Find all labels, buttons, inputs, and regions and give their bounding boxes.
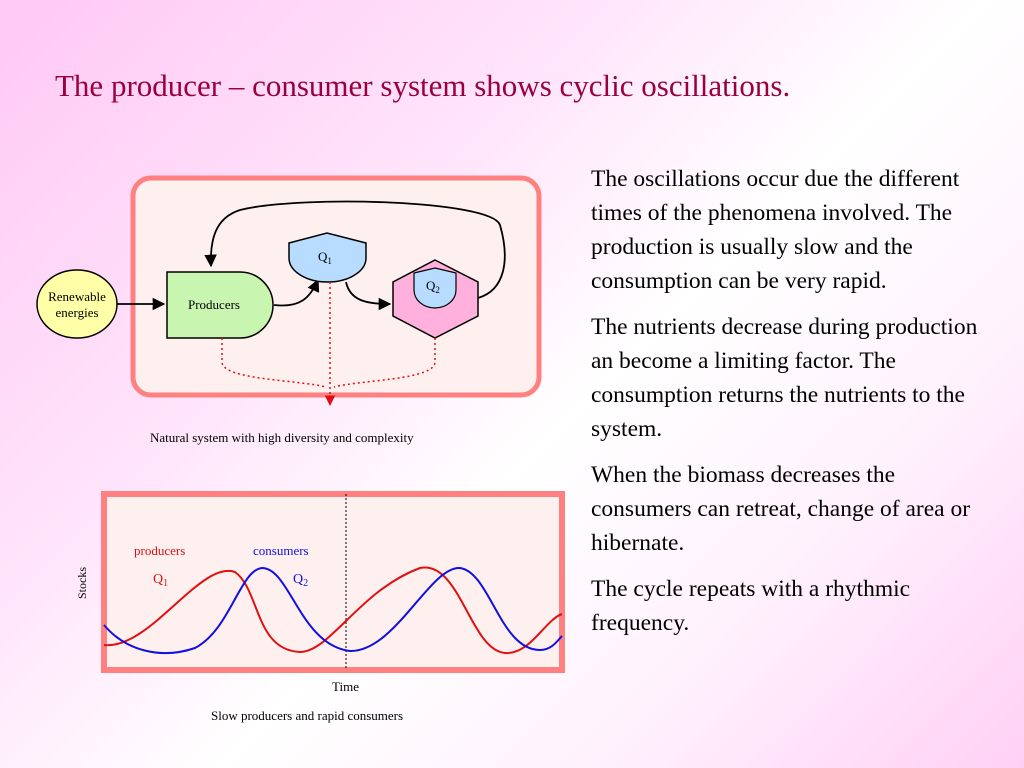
producers-nutrient-flow bbox=[221, 338, 327, 388]
producers-node bbox=[166, 271, 274, 339]
graph-q1-label: Q1 bbox=[153, 572, 168, 589]
paragraph-biomass: When the biomass decreases the consumers… bbox=[591, 462, 971, 556]
graph-q2-label: Q2 bbox=[293, 572, 308, 589]
feedback-arrow bbox=[204, 200, 506, 299]
explanation-text: The oscillations occur due the different… bbox=[591, 162, 991, 652]
paragraph-oscillations: The oscillations occur due the different… bbox=[591, 166, 960, 294]
graph-frame bbox=[101, 491, 565, 673]
graph-caption: Slow producers and rapid consumers bbox=[211, 708, 404, 723]
q1-label: Q1 bbox=[318, 249, 332, 266]
q2-stock-shape bbox=[413, 267, 457, 309]
renewable-label-line1: Renewable bbox=[48, 289, 106, 304]
producers-to-q1-arrow bbox=[273, 278, 320, 307]
q2-label: Q2 bbox=[426, 278, 440, 295]
diagram-caption: Natural system with high diversity and c… bbox=[150, 430, 414, 445]
producers-legend-label: producers bbox=[134, 543, 185, 558]
system-frame bbox=[130, 175, 542, 398]
consumers-curve bbox=[103, 566, 563, 655]
producers-label: Producers bbox=[188, 297, 240, 312]
graph-y-axis-label: Stocks bbox=[75, 567, 89, 599]
producers-curve bbox=[103, 566, 563, 655]
q1-to-q2-arrow bbox=[345, 281, 392, 311]
q2-nutrient-flow bbox=[333, 338, 436, 388]
paragraph-nutrients: The nutrients decrease during production… bbox=[591, 314, 978, 442]
slide-title: The producer – consumer system shows cyc… bbox=[55, 68, 791, 103]
consumers-legend-label: consumers bbox=[253, 543, 309, 558]
renewable-label-line2: energies bbox=[55, 305, 98, 320]
paragraph-cycle: The cycle repeats with a rhythmic freque… bbox=[591, 576, 911, 636]
q1-stock-node bbox=[288, 232, 367, 283]
graph-x-axis-label: Time bbox=[332, 679, 359, 694]
